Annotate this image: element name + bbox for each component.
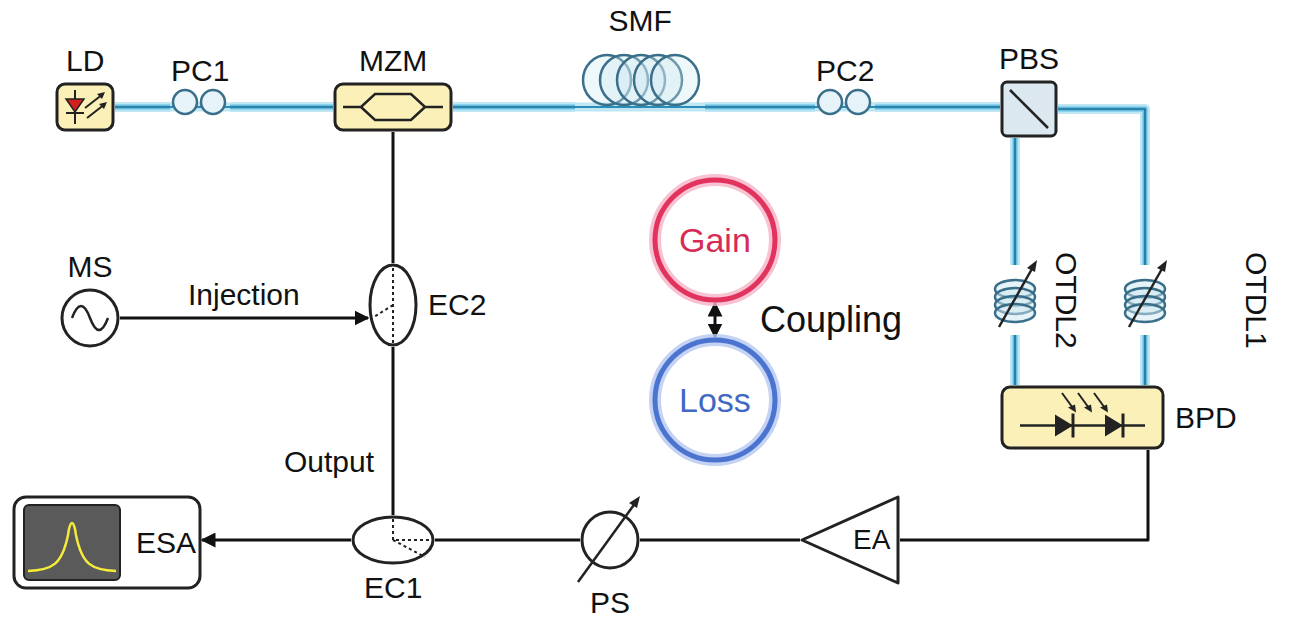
electrical-wire (393, 132, 394, 263)
analyzer-box: ESA (12, 495, 202, 590)
beam-splitter: PBS (1000, 80, 1058, 138)
gain-ring: Gain (652, 177, 778, 303)
delay-line: OTDL2 (995, 265, 1035, 335)
electrical-wire (900, 450, 1148, 540)
fiber-link (230, 107, 333, 108)
electrical-coupler: EC2 (368, 263, 418, 347)
polarization-controller-outline (815, 92, 875, 122)
fiber-spool: SMF (575, 42, 705, 110)
part-label: Loss (679, 381, 751, 419)
part-label: OTDL1 (1239, 252, 1273, 349)
electrical-coupler-outline (368, 263, 418, 347)
polarization-controller-outline (170, 92, 230, 122)
part-label: PBS (999, 42, 1059, 76)
part-label: EC1 (364, 571, 422, 605)
delay-line-outline (995, 265, 1035, 335)
loss-ring: Loss (652, 337, 778, 463)
electrical-wire (120, 318, 368, 319)
fiber-link (1145, 335, 1146, 385)
fiber-link (1015, 335, 1016, 385)
electrical-wire (715, 303, 716, 337)
part-label: BPD (1175, 401, 1237, 435)
fiber-link (1058, 109, 1145, 265)
part-label: PC1 (171, 54, 229, 88)
amplifier-triangle: EA (800, 495, 900, 585)
fiber-link (875, 107, 1000, 108)
signal-label: Output (281, 445, 377, 479)
modulator-box-outline (333, 82, 453, 132)
part-label: EA (853, 523, 890, 557)
modulator-box: MZM (333, 82, 453, 132)
laser-diode-outline (55, 82, 115, 132)
part-label: MZM (359, 44, 427, 78)
phase-shifter: PS (580, 510, 640, 570)
polarization-controller: PC1 (170, 92, 230, 122)
fiber-link (453, 107, 575, 108)
electrical-coupler: EC1 (351, 515, 435, 565)
part-label: PC2 (816, 54, 874, 88)
part-label: MS (68, 250, 113, 284)
fiber-link (115, 107, 170, 108)
part-label: LD (66, 44, 104, 78)
electrical-wire (202, 540, 351, 541)
delay-line: OTDL1 (1125, 265, 1165, 335)
part-label: Gain (679, 221, 751, 259)
laser-diode: LD (55, 82, 115, 132)
signal-label: Injection (185, 278, 303, 312)
electrical-wire (435, 540, 580, 541)
electrical-coupler-outline (351, 515, 435, 565)
microwave-source: MS (60, 288, 120, 348)
fiber-link (705, 107, 815, 108)
delay-line-outline (1125, 265, 1165, 335)
part-label: ESA (136, 526, 196, 560)
fiber-spool-outline (575, 42, 705, 110)
phase-shifter-outline (580, 510, 640, 570)
electrical-wire (393, 347, 394, 515)
microwave-source-outline (60, 288, 120, 348)
polarization-controller: PC2 (815, 92, 875, 122)
photodetector-box: BPD (1000, 385, 1165, 450)
beam-splitter-outline (1000, 80, 1058, 138)
part-label: SMF (609, 4, 672, 38)
part-label: OTDL2 (1049, 252, 1083, 349)
signal-label: Coupling (757, 300, 905, 340)
electrical-wire (640, 540, 800, 541)
part-label: PS (590, 586, 630, 620)
fiber-link (1015, 138, 1016, 265)
part-label: EC2 (428, 288, 486, 322)
photodetector-box-outline (1000, 385, 1165, 450)
